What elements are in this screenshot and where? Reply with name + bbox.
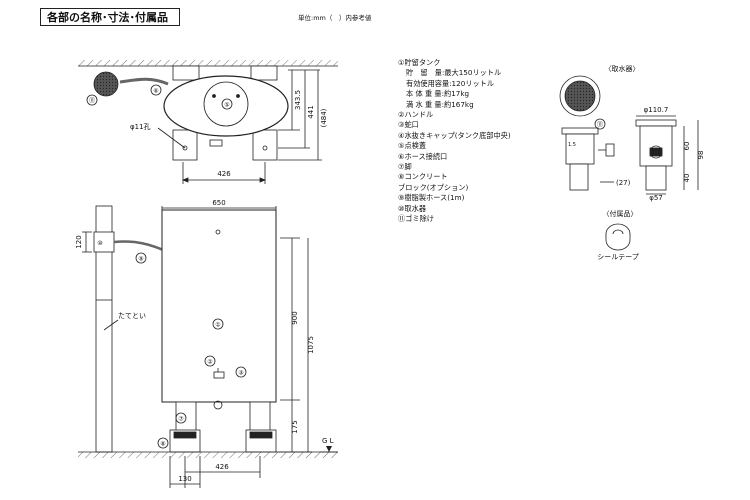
intake-dim-40: 40 xyxy=(683,174,691,183)
parts-list-item: ブロック(オプション) xyxy=(398,182,469,192)
leg-hole-right xyxy=(262,145,268,151)
accessory-title: 〈付属品〉 xyxy=(603,209,638,218)
leg-right-front xyxy=(249,401,271,433)
parts-list-item: ⑪ゴミ除け xyxy=(398,214,434,224)
bracket-right xyxy=(250,65,278,81)
parts-list-item: ①貯留タンク xyxy=(398,58,441,67)
callout-1-front: ① xyxy=(215,322,220,329)
top-view xyxy=(78,60,338,184)
accessory-item-label: シールテープ xyxy=(597,253,639,261)
dim-front-width: 650 xyxy=(212,199,225,207)
dim-top-depth2: 441 xyxy=(307,105,315,118)
parts-list-item: 有効使用容量:120リットル xyxy=(406,78,495,88)
dim-120: 120 xyxy=(75,235,83,248)
intake-title: 〈取水器〉 xyxy=(605,64,640,73)
accessory xyxy=(605,223,631,251)
intake-section xyxy=(559,75,699,195)
callout-3-front: ③ xyxy=(238,370,243,377)
leg-left-top xyxy=(172,129,198,161)
intake-dim-98: 98 xyxy=(697,151,705,160)
dim-leg-height: 175 xyxy=(291,420,299,433)
hole-label: φ11孔 xyxy=(130,123,151,131)
faucet-top xyxy=(209,139,223,147)
parts-list-item: ⑤点検蓋 xyxy=(398,141,427,151)
dim-top-depth: 343.5 xyxy=(294,90,302,110)
top-view-labels: 426 φ11孔 ⑪ ⑥ ⑤ 343.5 441 (484) xyxy=(89,88,328,179)
callout-6-top: ⑥ xyxy=(153,88,158,95)
parts-list-item: 満 水 重 量:約167kg xyxy=(406,99,474,109)
parts-list-item: ③蛇口 xyxy=(398,120,419,130)
callout-10-front: ⑩ xyxy=(97,240,102,247)
dim-bottom-426: 426 xyxy=(215,463,229,471)
leg-hole-left xyxy=(182,145,188,151)
parts-list-item: ⑥ホース接続口 xyxy=(398,151,448,161)
intake-callout-11: ⑪ xyxy=(597,121,603,129)
downspout-label: たてとい xyxy=(118,312,146,320)
intake-dim-top: φ110.7 xyxy=(644,106,669,114)
dim-top-depth3: (484) xyxy=(320,108,328,127)
intake-dim-60: 60 xyxy=(683,142,691,151)
parts-list-item: ⑩取水器 xyxy=(398,203,427,213)
tank-body xyxy=(161,209,277,403)
tank-oval xyxy=(163,75,289,137)
callout-7-front: ⑦ xyxy=(178,416,184,423)
wall-hatch-top xyxy=(78,60,338,66)
callout-8-front: ⑧ xyxy=(160,441,165,448)
parts-list-item: ⑨樹脂製ホース(1m) xyxy=(398,193,465,203)
parts-list-item: 本 体 重 量:約17kg xyxy=(406,89,470,99)
callout-9-front: ⑨ xyxy=(138,256,143,263)
parts-list-item: 貯 留 量:最大150リットル xyxy=(406,68,502,78)
dim-total-height: 1075 xyxy=(307,336,315,354)
dim-130: 130 xyxy=(178,475,191,483)
hose-front xyxy=(113,240,169,254)
bracket-left xyxy=(172,65,200,81)
intake-labels: 〈取水器〉 ⑪ φ110.7 φ57 (27) 60 98 40 1.5 xyxy=(568,64,705,202)
intake-filter-top xyxy=(564,80,596,112)
callout-11-top: ⑪ xyxy=(89,97,95,105)
intake-dim-bottom: φ57 xyxy=(649,194,663,202)
front-view-labels: 650 900 1075 175 120 426 130 たてとい G L ① … xyxy=(75,199,334,483)
callout-5-top: ⑤ xyxy=(224,102,229,109)
parts-list-item: ⑦脚 xyxy=(398,162,412,172)
accessory-labels: 〈付属品〉 シールテープ xyxy=(597,209,639,261)
parts-list: ①貯留タンク貯 留 量:最大150リットル有効使用容量:120リットル本 体 重… xyxy=(398,58,511,225)
intake-small-label: 1.5 xyxy=(568,142,576,148)
leg-right-top xyxy=(252,129,278,161)
intake-dim-27: (27) xyxy=(616,179,631,187)
inspection-lid xyxy=(203,81,249,127)
page-title: 各部の名称･寸法･付属品 xyxy=(40,8,180,26)
debris-filter-top xyxy=(93,71,119,97)
dim-top-width: 426 xyxy=(217,170,231,178)
ground-label: G L xyxy=(322,437,334,445)
dim-body-height: 900 xyxy=(291,311,299,324)
front-view xyxy=(78,205,338,488)
parts-list-item: ②ハンドル xyxy=(398,110,434,120)
parts-list-item: ④水抜きキャップ(タンク底部中央) xyxy=(398,130,511,140)
parts-list-item: ⑧コンクリート xyxy=(398,172,448,182)
callout-2-front: ② xyxy=(207,359,213,366)
hose-top xyxy=(119,77,169,86)
unit-note: 単位:mm（ ）内参考値 xyxy=(298,14,372,22)
